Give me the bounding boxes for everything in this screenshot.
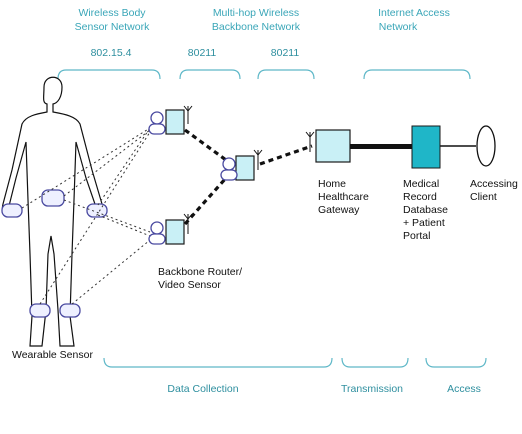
router-node-top — [148, 105, 193, 135]
waist-sensor — [41, 189, 65, 207]
backbone-link-top — [184, 128, 227, 162]
router-node-bottom — [148, 213, 193, 245]
top-brace-backbone-b — [257, 69, 315, 80]
bottom-brace-data-collection — [103, 357, 333, 368]
body-link-7 — [71, 239, 151, 305]
standard-80211-b: 80211 — [271, 47, 300, 59]
database-node — [411, 125, 441, 169]
body-link-6 — [39, 131, 151, 305]
gateway-label-line2: Healthcare — [318, 191, 369, 203]
client-label-line1: Accessing — [470, 178, 518, 190]
client-node — [476, 125, 496, 167]
header-body-network-line1: Wireless Body — [78, 7, 146, 19]
gateway-label-line3: Gateway — [318, 204, 360, 216]
database-label-line4: + Patient — [403, 217, 445, 229]
backbone-link-gateway — [259, 144, 313, 166]
body-link-5 — [97, 214, 151, 237]
backbone-link-bottom — [183, 176, 228, 226]
header-internet-line1: Internet Access — [378, 7, 450, 19]
footer-data-collection: Data Collection — [167, 383, 238, 395]
body-link-4 — [97, 127, 151, 206]
header-backbone-line1: Multi-hop Wireless — [213, 7, 299, 19]
database-label-line5: Portal — [403, 230, 430, 242]
database-label-line1: Medical — [403, 178, 439, 190]
top-brace-backbone-a — [179, 69, 241, 80]
bottom-brace-transmission — [341, 357, 409, 368]
wired-link-gateway-database — [350, 144, 412, 149]
top-brace-body — [57, 69, 161, 80]
standard-802154: 802.15.4 — [91, 47, 132, 59]
header-internet-line2: Network — [379, 21, 418, 33]
top-brace-internet — [363, 69, 471, 80]
ankle-sensor-left — [59, 303, 81, 318]
client-label-line2: Client — [470, 191, 497, 203]
footer-access: Access — [447, 383, 481, 395]
header-body-network-line2: Sensor Network — [75, 21, 150, 33]
database-label-line3: Database — [403, 204, 448, 216]
router-label-line1: Backbone Router/ — [158, 266, 242, 278]
body-link-2 — [63, 129, 151, 197]
wrist-sensor-right — [1, 203, 23, 218]
body-link-3 — [63, 199, 151, 233]
router-label-line2: Video Sensor — [158, 279, 221, 291]
gateway-node — [305, 129, 351, 163]
bottom-brace-access — [425, 357, 487, 368]
footer-transmission: Transmission — [341, 383, 403, 395]
database-label-line2: Record — [403, 191, 437, 203]
body-link-1 — [21, 127, 151, 209]
router-node-middle — [220, 149, 263, 181]
ankle-sensor-right — [29, 303, 51, 318]
gateway-label-line1: Home — [318, 178, 346, 190]
standard-80211-a: 80211 — [188, 47, 217, 59]
wearable-sensor-label: Wearable Sensor — [12, 349, 93, 361]
header-backbone-line2: Backbone Network — [212, 21, 301, 33]
